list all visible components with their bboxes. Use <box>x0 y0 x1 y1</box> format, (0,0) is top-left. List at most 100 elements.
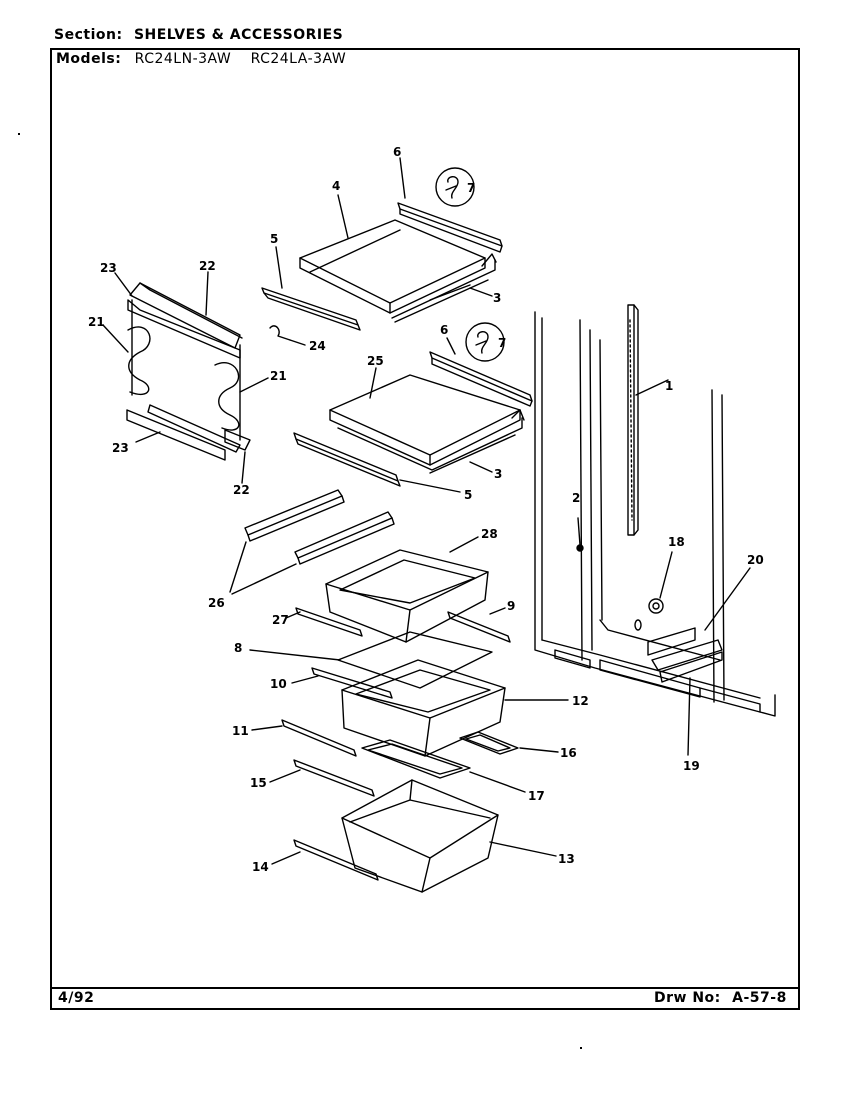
model-number-2: RC24LA-3AW <box>250 51 347 67</box>
control-housing <box>647 627 723 683</box>
callout-23a: 23 <box>100 261 117 275</box>
clip-symbol <box>465 322 505 362</box>
leader-line <box>659 551 673 599</box>
bracket-rail-upper <box>127 299 241 359</box>
section-header: Section: SHELVES & ACCESSORIES <box>54 27 343 43</box>
shelf-bracket-assembly <box>127 282 251 453</box>
callout-9: 9 <box>507 599 515 613</box>
drawing-label: Drw No: <box>654 990 721 1006</box>
callout-6a: 6 <box>393 145 401 159</box>
leader-line <box>687 677 691 756</box>
leader-line <box>489 841 557 857</box>
callout-11: 11 <box>232 724 249 738</box>
callout-16: 16 <box>560 746 577 760</box>
lower-drawer-rail <box>293 759 375 797</box>
leader-line <box>635 379 669 396</box>
callout-27: 27 <box>272 613 289 627</box>
shelf-ladder <box>627 304 639 536</box>
diagram-frame <box>50 48 800 1010</box>
callout-17: 17 <box>528 789 545 803</box>
drawer-cover-tray <box>361 739 471 779</box>
cover-frame-trim <box>311 667 393 699</box>
leader-line <box>704 567 751 631</box>
clip-symbol <box>435 167 475 207</box>
drawing-number-value: A-57-8 <box>732 990 787 1006</box>
leader-line <box>489 607 506 615</box>
middle-shelf-rear-trim <box>429 351 533 407</box>
callout-18: 18 <box>668 535 685 549</box>
callout-2: 2 <box>572 491 580 505</box>
section-label: Section: <box>54 27 123 43</box>
leader-line <box>241 451 246 484</box>
leader-line <box>289 339 306 346</box>
leader-line <box>275 246 283 289</box>
callout-28: 28 <box>481 527 498 541</box>
top-shelf-front-trim <box>261 287 361 331</box>
leader-line <box>285 611 301 619</box>
middle-glass-shelf <box>329 374 521 466</box>
crisper-glass-cover <box>337 631 493 689</box>
control-knob <box>634 598 664 631</box>
leader-line <box>135 431 161 443</box>
leader-line <box>269 769 301 783</box>
callout-5a: 5 <box>270 232 278 246</box>
models-header: Models: RC24LN-3AW RC24LA-3AW <box>56 51 346 67</box>
footer-date: 4/92 <box>58 990 95 1006</box>
cabinet-liner <box>534 311 776 717</box>
callout-19: 19 <box>683 759 700 773</box>
drawer-slide-tray <box>459 731 519 755</box>
leader-line <box>229 541 297 595</box>
leader-line <box>577 517 581 546</box>
callout-22b: 22 <box>233 483 250 497</box>
leader-line <box>251 725 283 731</box>
callout-24: 24 <box>309 339 326 353</box>
leader-line <box>399 157 406 199</box>
drawing-number: Drw No: A-57-8 <box>654 990 787 1006</box>
bottom-drawer-rail <box>293 839 379 881</box>
spring-clip <box>269 325 291 341</box>
callout-22a: 22 <box>199 259 216 273</box>
leader-line <box>469 287 493 297</box>
leader-line <box>239 377 269 393</box>
callout-10: 10 <box>270 677 287 691</box>
callout-26: 26 <box>208 596 225 610</box>
bracket-rail-lower <box>126 409 226 461</box>
upper-drawer <box>325 549 489 643</box>
leader-line <box>271 851 301 865</box>
drawer-slide-right <box>447 611 511 643</box>
callout-4: 4 <box>332 179 340 193</box>
callout-5b: 5 <box>464 488 472 502</box>
crisper-slide-rails <box>244 489 395 565</box>
models-label: Models: <box>56 51 122 67</box>
leader-line <box>102 324 129 353</box>
callout-23b: 23 <box>112 441 129 455</box>
callout-3a: 3 <box>493 291 501 305</box>
callout-15: 15 <box>250 776 267 790</box>
leader-line <box>337 194 349 239</box>
top-glass-shelf <box>299 219 486 314</box>
leader-line <box>519 747 559 753</box>
leader-line <box>114 272 133 297</box>
callout-12: 12 <box>572 694 589 708</box>
callout-14: 14 <box>252 860 269 874</box>
section-value: SHELVES & ACCESSORIES <box>133 27 344 43</box>
middle-shelf-frame <box>337 409 525 474</box>
scan-speck <box>18 133 20 135</box>
callout-3b: 3 <box>494 467 502 481</box>
scan-speck <box>580 1047 582 1049</box>
footer-divider <box>50 987 800 989</box>
model-number-1: RC24LN-3AW <box>134 51 232 67</box>
leader-line <box>369 367 377 399</box>
top-shelf-frame <box>391 253 497 323</box>
leader-line <box>249 649 341 661</box>
leader-line <box>205 271 209 316</box>
callout-8: 8 <box>234 641 242 655</box>
callout-7a: 7 <box>467 181 475 195</box>
callout-6b: 6 <box>440 323 448 337</box>
leader-line <box>291 675 319 684</box>
screw <box>576 544 584 552</box>
callout-21a: 21 <box>88 315 105 329</box>
top-shelf-rear-trim <box>397 202 503 253</box>
leader-line <box>469 461 493 473</box>
